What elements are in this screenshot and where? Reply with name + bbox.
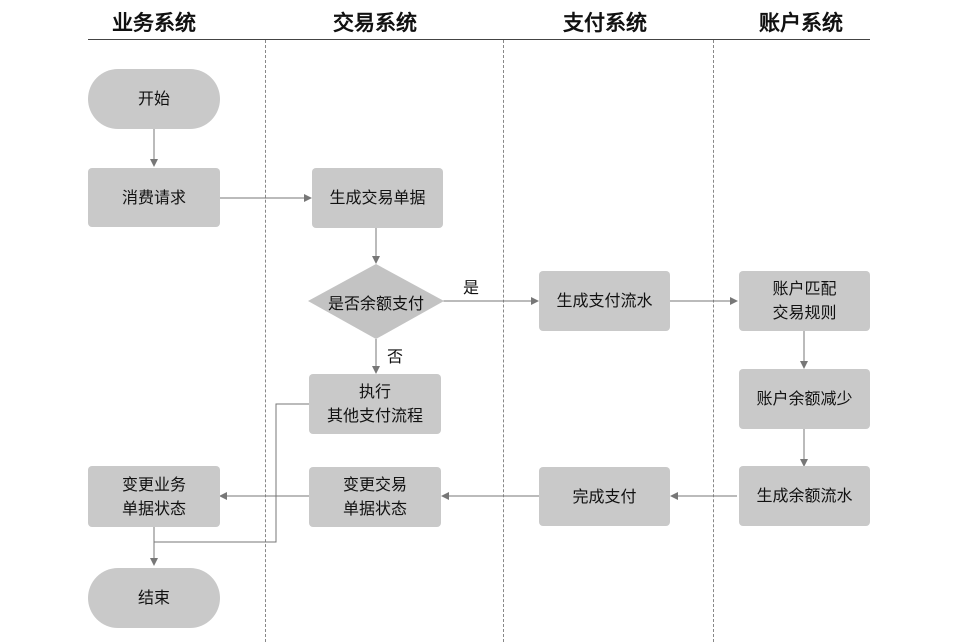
header-divider [88,39,870,40]
end-node: 结束 [88,568,220,628]
lane-title-payment: 支付系统 [563,11,647,35]
edge-label-yes: 是 [463,278,480,297]
complete-payment-node: 完成支付 [539,467,670,526]
create-pay-flow-node: 生成支付流水 [539,271,670,331]
reduce-balance-node: 账户余额减少 [739,369,870,429]
lane-divider-2 [503,40,504,642]
create-balance-flow-node: 生成余额流水 [739,466,870,526]
lane-title-account: 账户系统 [759,11,843,35]
lane-divider-3 [713,40,714,642]
lane-divider-1 [265,40,266,642]
start-node: 开始 [88,69,220,129]
update-biz-status-node: 变更业务 单据状态 [88,466,220,527]
decision-diamond [308,264,444,339]
edge-other-to-merge [154,403,309,543]
lane-title-business: 业务系统 [112,11,196,35]
edge-label-no: 否 [387,347,404,366]
other-payment-node: 执行 其他支付流程 [309,374,441,434]
lane-title-trade: 交易系统 [333,11,417,35]
create-trade-doc-node: 生成交易单据 [312,168,443,228]
update-trade-status-node: 变更交易 单据状态 [309,467,441,527]
balance-check-label: 是否余额支付 [327,293,424,313]
consume-request-node: 消费请求 [88,168,220,227]
match-rules-node: 账户匹配 交易规则 [739,271,870,331]
